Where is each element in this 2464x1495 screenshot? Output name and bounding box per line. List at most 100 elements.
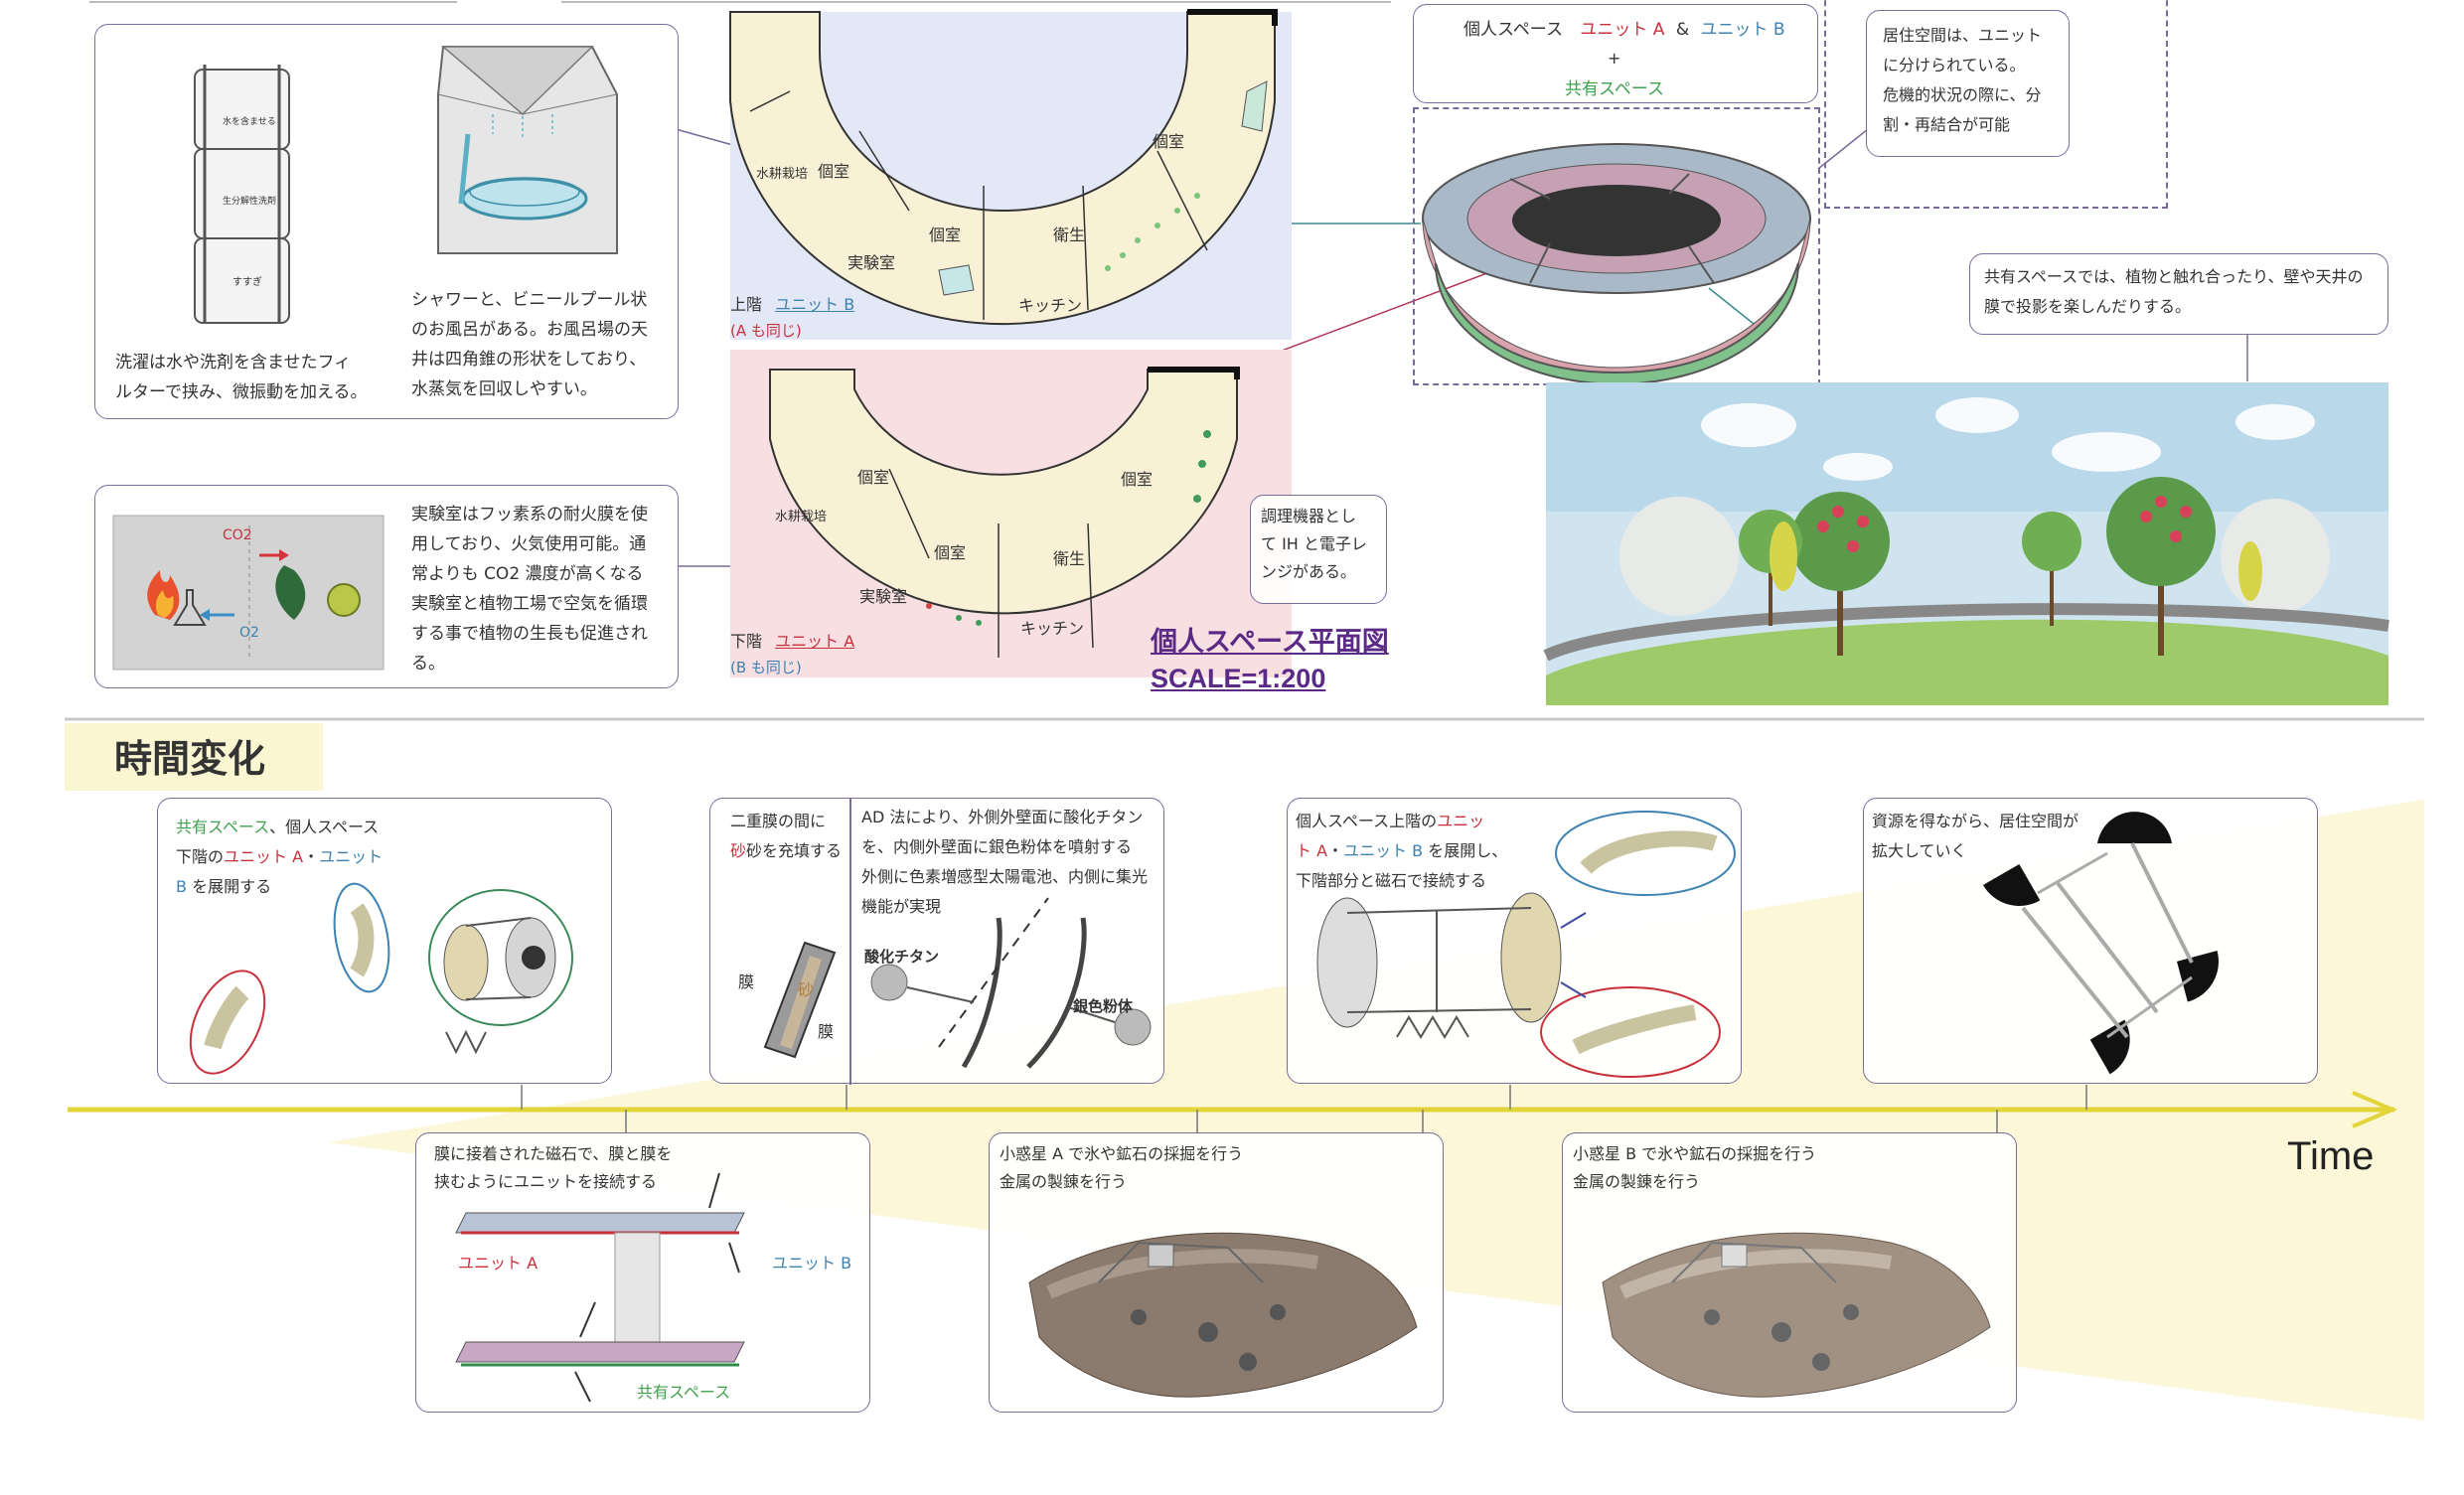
step-4-text-2: を、内側外壁面に銀色粉体を噴射する bbox=[861, 837, 1133, 856]
step-2-panel: 膜に接着された磁石で、膜と膜を 挟むようにユニットを接続する ユニット A ユニ… bbox=[415, 1132, 870, 1413]
plan-lower-room-2: 個室 bbox=[934, 543, 967, 562]
step-1-drawing bbox=[189, 882, 573, 1075]
step-6-unit-b: ユニット B bbox=[1343, 841, 1424, 860]
plan-upper: 個室 個室 個室 水耕栽培 実験室 衛生 キッチン bbox=[729, 9, 1292, 340]
plan-upper-floor: 上階 bbox=[730, 295, 763, 314]
lab-o2-label: O2 bbox=[239, 625, 259, 641]
plan-lower-room-5: 実験室 bbox=[859, 587, 908, 606]
plan-lower-unit: ユニット A bbox=[775, 632, 855, 651]
laundry-text-1: 洗濯は水や洗剤を含ませたフィ bbox=[115, 353, 352, 373]
step-5-panel: 小惑星 A で氷や鉱石の採掘を行う 金属の製錬を行う bbox=[989, 1132, 1444, 1413]
bath-text-4: 水蒸気を回収しやすい。 bbox=[411, 379, 597, 399]
step-4-text-1: AD 法により、外側外壁面に酸化チタン bbox=[861, 808, 1144, 826]
cooking-text-3: ンジがある。 bbox=[1261, 562, 1357, 581]
step-3-sand-label: 砂 bbox=[798, 980, 815, 999]
spaces-line-1: 個人スペース ユニット A & ユニット B bbox=[1463, 15, 1785, 40]
plan-upper-room-7: キッチン bbox=[1018, 296, 1083, 315]
living-text-3: 危機的状況の際に、分 bbox=[1883, 85, 2042, 104]
plan-upper-floor-label: 上階 ユニット B bbox=[730, 291, 854, 315]
laundry-label-water: 水を含ませる bbox=[223, 117, 276, 127]
step-1-panel: 共有スペース、個人スペース 下階のユニット A・ユニット B を展開する bbox=[157, 798, 612, 1084]
living-panel: 居住空間は、ユニット に分けられている。 危機的状況の際に、分 割・再結合が可能 bbox=[1866, 10, 2070, 157]
spaces-amp: & bbox=[1675, 20, 1690, 40]
step-6-text-3: 下階部分と磁石で接続する bbox=[1296, 871, 1487, 890]
step-6-unit-1: ユニッ bbox=[1437, 812, 1485, 830]
living-text-4: 割・再結合が可能 bbox=[1883, 115, 2011, 134]
plan-lower: 個室 個室 個室 水耕栽培 実験室 衛生 キッチン bbox=[730, 350, 1292, 677]
spaces-personal: 個人スペース bbox=[1463, 20, 1563, 40]
lab-text-4: 実験室と植物工場で空気を循環 bbox=[411, 594, 648, 614]
step-2-unit-a: ユニット A bbox=[458, 1254, 539, 1272]
plan-upper-room-5: 実験室 bbox=[847, 253, 896, 272]
step-4-text-3: 外側に色素増感型太陽電池、内側に集光 bbox=[861, 867, 1149, 886]
bath-text-3: 井は四角錐の形状をしており、 bbox=[411, 350, 647, 370]
step-8-panel: 資源を得ながら、居住空間が 拡大していく bbox=[1863, 798, 2318, 1084]
step-7-text-2: 金属の製錬を行う bbox=[1573, 1172, 1701, 1191]
step-2-shared: 共有スペース bbox=[637, 1383, 731, 1402]
laundry-text-2: ルターで挟み、微振動を加える。 bbox=[115, 382, 368, 402]
step-3-membrane-1: 膜 bbox=[738, 972, 755, 991]
cooking-panel: 調理機器とし て IH と電子レ ンジがある。 bbox=[1250, 495, 1387, 604]
living-text-2: に分けられている。 bbox=[1883, 56, 2026, 75]
spaces-shared: 共有スペース bbox=[1565, 79, 1664, 99]
step-2-drawing bbox=[455, 1172, 745, 1403]
living-frame bbox=[1824, 0, 2168, 209]
step-8-drawing bbox=[1982, 812, 2219, 1075]
plan-upper-room-3: 個室 bbox=[1153, 132, 1185, 151]
time-label: Time bbox=[2287, 1134, 2375, 1178]
plan-lower-floor: 下階 bbox=[730, 632, 763, 651]
lab-text-6: る。 bbox=[411, 654, 445, 673]
lab-drawing bbox=[112, 515, 385, 671]
step-1-text-3: を展開する bbox=[186, 877, 272, 896]
step-6-panel: 個人スペース上階のユニッ ト A・ユニット B を展開し、 下階部分と磁石で接続… bbox=[1287, 798, 1742, 1084]
living-text-1: 居住空間は、ユニット bbox=[1883, 26, 2043, 45]
plan-lower-room-3: 個室 bbox=[1121, 470, 1154, 489]
step-1-dot: ・ bbox=[303, 847, 320, 866]
spaces-legend: 個人スペース ユニット A & ユニット B + 共有スペース bbox=[1413, 4, 1818, 103]
plan-upper-room-4: 水耕栽培 bbox=[756, 167, 809, 182]
shared-space-panel: 共有スペースでは、植物と触れ合ったり、壁や天井の 膜で投影を楽しんだりする。 bbox=[1969, 253, 2388, 335]
plan-upper-note: (A も同じ) bbox=[730, 322, 802, 340]
plan-upper-room-6: 衛生 bbox=[1053, 225, 1086, 244]
plan-scale: SCALE=1:200 bbox=[1151, 664, 1326, 693]
step-6-line-1: 個人スペース上階のユニッ bbox=[1296, 809, 1484, 834]
step-1-unit-b-2: B bbox=[176, 877, 187, 896]
step-6-drawing bbox=[1316, 811, 1736, 1078]
shared-space-text-2: 膜で投影を楽しんだりする。 bbox=[1984, 297, 2192, 316]
step-1-line-3: B を展開する bbox=[176, 874, 271, 900]
shared-space-text-1: 共有スペースでは、植物と触れ合ったり、壁や天井の bbox=[1984, 267, 2364, 286]
plan-upper-room-1: 個室 bbox=[818, 162, 850, 181]
step-4-text-4: 機能が実現 bbox=[861, 897, 942, 916]
plan-lower-room-4: 水耕栽培 bbox=[775, 510, 828, 524]
spaces-unit-b: ユニット B bbox=[1700, 20, 1785, 40]
cooking-text-1: 調理機器とし bbox=[1261, 507, 1357, 525]
bath-text-1: シャワーと、ビニールプール状 bbox=[411, 290, 648, 310]
step-1-line-1: 共有スペース、個人スペース bbox=[176, 815, 379, 840]
plan-lower-room-1: 個室 bbox=[857, 468, 890, 487]
plan-lower-note: (B も同じ) bbox=[730, 659, 802, 676]
step-1-unit-a: ユニット A bbox=[224, 847, 304, 866]
step-3-line-2: 砂砂を充填する bbox=[730, 838, 842, 864]
step-7-panel: 小惑星 B で氷や鉱石の採掘を行う 金属の製錬を行う bbox=[1562, 1132, 2017, 1413]
spaces-unit-a: ユニット A bbox=[1580, 20, 1665, 40]
step-3-4-divider bbox=[849, 799, 851, 1085]
step-8-text-1: 資源を得ながら、居住空間が bbox=[1872, 812, 2079, 830]
step-3-4-drawing bbox=[763, 897, 1152, 1069]
step-4-silver: 銀色粉体 bbox=[1073, 997, 1134, 1015]
step-6-unit-2: ト A bbox=[1296, 841, 1328, 860]
plan-lower-room-6: 衛生 bbox=[1053, 549, 1086, 568]
step-2-text-1: 膜に接着された磁石で、膜と膜を bbox=[434, 1144, 673, 1163]
step-2-unit-b: ユニット B bbox=[772, 1254, 852, 1272]
step-5-text-1: 小惑星 A で氷や鉱石の採掘を行う bbox=[1000, 1144, 1244, 1163]
laundry-label-rinse: すすぎ bbox=[232, 277, 262, 288]
spaces-plus: + bbox=[1608, 49, 1621, 68]
plan-lower-room-7: キッチン bbox=[1020, 619, 1085, 638]
step-7-asteroid-drawing bbox=[1602, 1232, 1991, 1398]
section-title-bg bbox=[65, 723, 323, 791]
step-3-text-1: 二重膜の間に bbox=[730, 812, 827, 830]
plan-upper-room-2: 個室 bbox=[929, 225, 962, 244]
step-4-titanium: 酸化チタン bbox=[864, 948, 940, 966]
